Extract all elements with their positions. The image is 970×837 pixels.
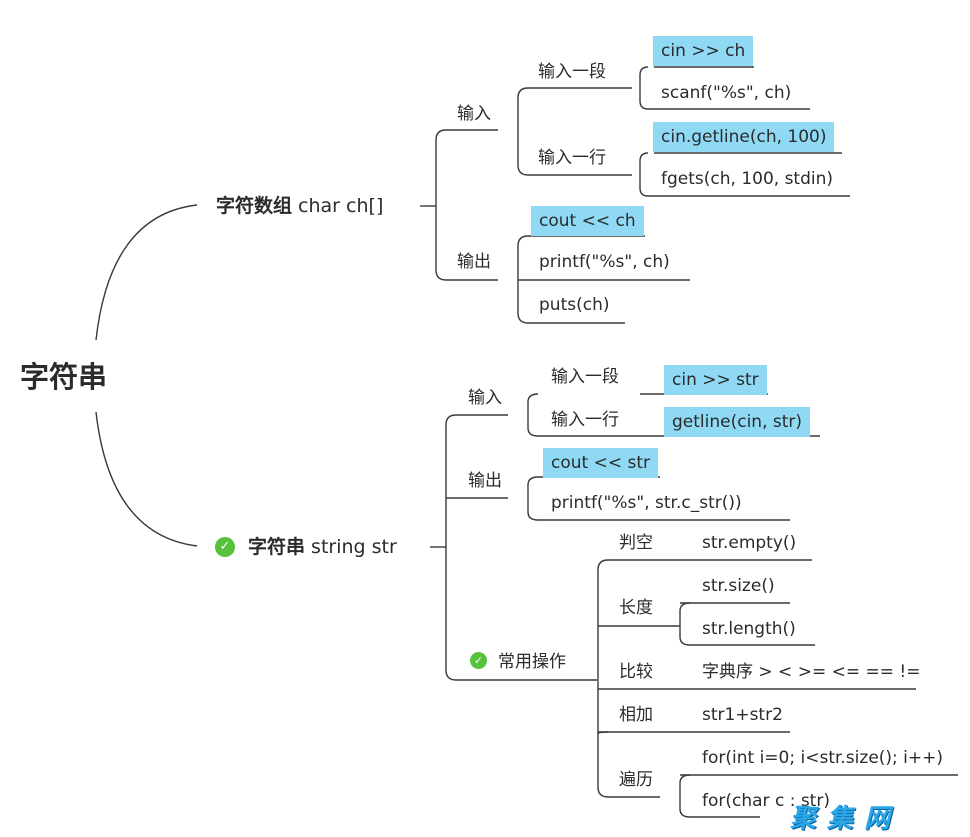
- str-ops-label: 常用操作: [498, 652, 566, 672]
- op-length-label: 长度: [619, 598, 653, 618]
- char-output-label: 输出: [457, 252, 491, 272]
- branch-string-bold: 字符串: [248, 536, 306, 558]
- char-scanf-item: scanf("%s", ch): [661, 83, 792, 103]
- ops-check-icon: ✓: [470, 652, 487, 669]
- char-input-segment-label: 输入一段: [538, 62, 606, 82]
- op-concat-item: str1+str2: [702, 705, 783, 725]
- op-compare-label: 比较: [619, 662, 653, 682]
- root-topic: 字符串: [20, 360, 108, 394]
- char-printf-item: printf("%s", ch): [539, 252, 670, 272]
- char-cout-item: cout << ch: [531, 206, 644, 236]
- str-cin-item: cin >> str: [664, 365, 767, 395]
- branch-char-array-rest: char ch[]: [292, 195, 384, 217]
- str-input-label: 输入: [468, 388, 502, 408]
- branch-string-rest: string str: [305, 536, 397, 558]
- str-input-segment-label: 输入一段: [551, 367, 619, 387]
- branch-char-array: 字符数组 char ch[]: [216, 194, 383, 218]
- op-empty-item: str.empty(): [702, 533, 797, 553]
- op-traverse-label: 遍历: [619, 770, 653, 790]
- op-compare-item: 字典序 > < >= <= == !=: [702, 662, 921, 682]
- char-cin-item: cin >> ch: [653, 36, 754, 66]
- str-output-label: 输出: [468, 471, 502, 491]
- str-printf-item: printf("%s", str.c_str()): [551, 493, 742, 513]
- watermark-logo: 聚 集 网: [790, 804, 892, 834]
- op-length-item: str.length(): [702, 619, 796, 639]
- op-for-index-item: for(int i=0; i<str.size(); i++): [702, 748, 944, 768]
- str-cout-item: cout << str: [543, 448, 658, 478]
- check-icon: ✓: [215, 537, 235, 557]
- str-getline-item: getline(cin, str): [664, 407, 811, 437]
- char-getline-item: cin.getline(ch, 100): [653, 122, 835, 152]
- char-fgets-item: fgets(ch, 100, stdin): [661, 169, 834, 189]
- branch-char-array-bold: 字符数组: [216, 195, 293, 217]
- branch-string: 字符串 string str: [248, 535, 397, 559]
- op-concat-label: 相加: [619, 705, 653, 725]
- op-size-item: str.size(): [702, 576, 775, 596]
- str-input-line-label: 输入一行: [551, 410, 619, 430]
- char-puts-item: puts(ch): [539, 295, 610, 315]
- char-input-label: 输入: [457, 104, 491, 124]
- char-input-line-label: 输入一行: [538, 148, 606, 168]
- op-empty-label: 判空: [619, 533, 653, 553]
- op-for-range-item: for(char c : str): [702, 791, 830, 811]
